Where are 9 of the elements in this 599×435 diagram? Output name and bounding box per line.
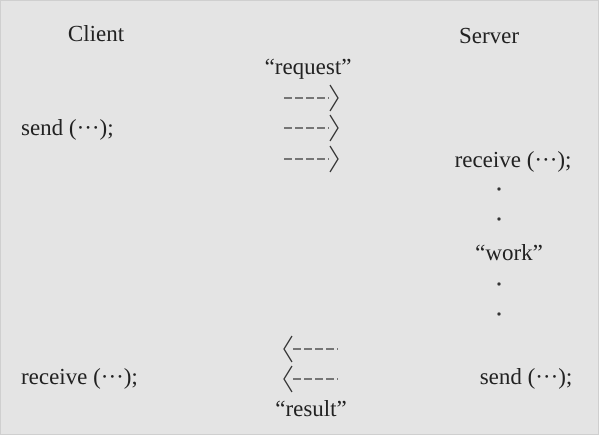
column-heading: Client [68,21,124,47]
message-label: “work” [475,240,543,266]
code-text: receive (···); [21,364,138,390]
column-heading: Server [458,23,520,49]
message-label: “result” [275,396,347,422]
code-text: send (···); [21,115,114,141]
code-text: receive (···); [454,147,572,173]
message-label: “request” [264,54,352,80]
code-text: send (···); [480,364,572,390]
